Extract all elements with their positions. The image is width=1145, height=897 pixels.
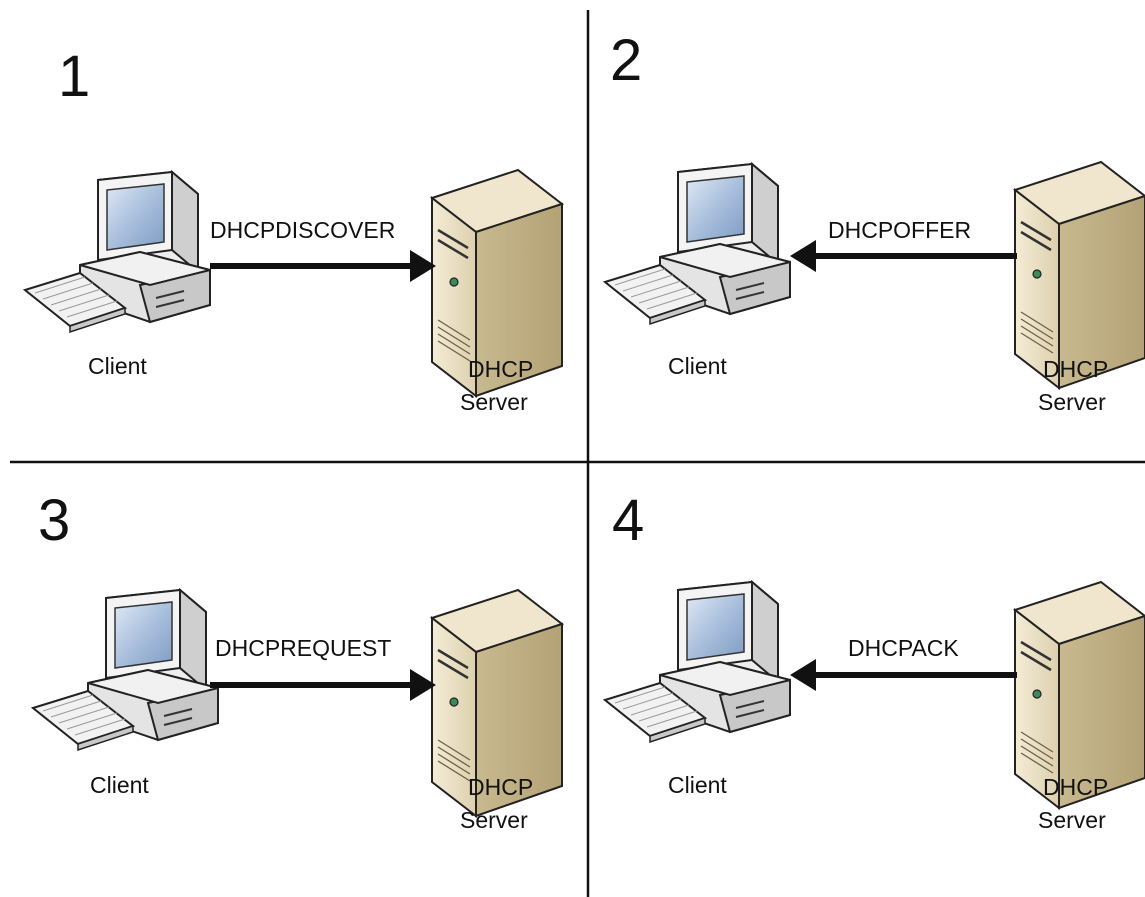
client-label: Client	[88, 353, 147, 379]
step-1-number: 1	[58, 44, 90, 109]
server-label-line2: Server	[460, 389, 528, 415]
step-2-number: 2	[610, 28, 642, 93]
desktop-computer-icon	[24, 171, 211, 333]
desktop-computer-icon	[604, 163, 791, 325]
server-label-line1: DHCP	[1043, 356, 1108, 382]
step-4-panel: 4 DHCPACK Client DHCP Server	[604, 488, 1145, 833]
desktop-computer-icon	[32, 589, 219, 751]
server-label-line2: Server	[1038, 389, 1106, 415]
server-label-line2: Server	[1038, 807, 1106, 833]
message-label: DHCPREQUEST	[215, 635, 391, 661]
arrow-head-icon	[790, 240, 816, 272]
step-3-number: 3	[38, 488, 70, 553]
desktop-computer-icon	[604, 581, 791, 743]
step-4-number: 4	[612, 488, 644, 553]
message-label: DHCPACK	[848, 635, 959, 661]
client-label: Client	[668, 353, 727, 379]
server-label-line1: DHCP	[1043, 774, 1108, 800]
client-label: Client	[668, 772, 727, 798]
step-2-panel: 2 DHCPOFFER Client DHCP Server	[604, 28, 1145, 415]
server-label-line2: Server	[460, 807, 528, 833]
arrow-head-icon	[790, 659, 816, 691]
message-label: DHCPDISCOVER	[210, 217, 395, 243]
server-tower-icon	[1013, 160, 1145, 390]
server-label-line1: DHCP	[468, 774, 533, 800]
arrow-head-icon	[410, 250, 436, 282]
client-label: Client	[90, 772, 149, 798]
step-3-panel: 3 DHCPREQUEST Client DHCP Server	[32, 488, 564, 833]
server-label-line1: DHCP	[468, 356, 533, 382]
message-label: DHCPOFFER	[828, 217, 971, 243]
step-1-panel: 1 DHCPDISCOVER Client DHCP Server	[24, 44, 564, 415]
arrow-head-icon	[410, 669, 436, 701]
